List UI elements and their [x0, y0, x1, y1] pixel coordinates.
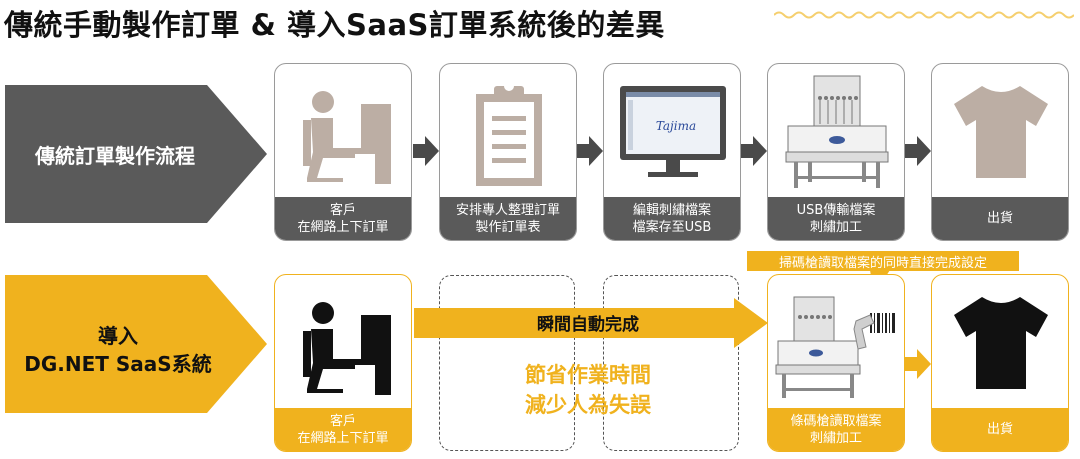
saas-step-1-line1: 客戶 [329, 413, 356, 429]
step-card-ship: 出貨 [931, 63, 1069, 241]
saas-step-card-ship: 出貨 [931, 274, 1069, 452]
step-4-line2: 刺繡加工 [809, 219, 862, 235]
traditional-label-arrow [5, 85, 267, 223]
saas-label-line1: 導入 [98, 324, 138, 348]
step-card-arrange: 安排專人整理訂單製作訂單表 [439, 63, 577, 241]
step-2-line1: 安排專人整理訂單 [455, 202, 560, 218]
saas-step-2-line1: 條碼槍讀取檔案 [790, 413, 882, 429]
flow-arrow-icon [577, 136, 603, 166]
benefit-line2: 減少人為失誤 [525, 393, 651, 417]
auto-complete-arrow [414, 298, 768, 348]
auto-complete-label: 瞬間自動完成 [537, 315, 639, 335]
flow-arrow-icon [413, 136, 439, 166]
traditional-process-label: 傳統訂單製作流程 [35, 144, 195, 168]
embroidery-machine-barcode-icon [775, 296, 895, 398]
saas-step-3-line1: 出貨 [986, 422, 1013, 437]
decorative-wave-line [774, 11, 1074, 19]
tshirt-icon [954, 86, 1048, 178]
skipped-step-placeholder [603, 275, 739, 451]
saas-step-1-line2: 在網路上下訂單 [297, 430, 389, 446]
benefit-text: 節省作業時間 減少人為失誤 [478, 360, 698, 420]
saas-label-line2: DG.NET SaaS系統 [24, 352, 212, 376]
flow-arrow-icon [905, 136, 931, 166]
step-4-line1: USB傳輸檔案 [796, 202, 876, 218]
embroidery-machine-icon [785, 75, 889, 188]
monitor-icon: Tajima [620, 86, 726, 177]
skipped-step-placeholder [439, 275, 575, 451]
clipboard-icon [476, 81, 542, 186]
screen-logo-text: Tajima [656, 119, 696, 133]
barcode-note-badge: 掃碼槍讀取檔案的同時直接完成設定 [747, 251, 1019, 271]
tshirt-icon [954, 297, 1048, 389]
step-card-edit: Tajima 編輯刺繡檔案檔案存至USB [603, 63, 741, 241]
step-3-line1: 編輯刺繡檔案 [632, 202, 711, 218]
saas-step-card-order: 客戶在網路上下訂單 [274, 274, 412, 452]
flow-arrow-icon [905, 349, 931, 379]
step-3-line2: 檔案存至USB [632, 219, 712, 235]
person-at-desk-icon [303, 302, 391, 395]
step-1-line2: 在網路上下訂單 [297, 219, 389, 235]
step-5-line1: 出貨 [986, 211, 1013, 226]
step-card-order: 客戶在網路上下訂單 [274, 63, 412, 241]
page-title: 傳統手動製作訂單 & 導入SaaS訂單系統後的差異 [4, 8, 665, 42]
step-card-embroider: USB傳輸檔案刺繡加工 [767, 63, 905, 241]
flow-arrow-icon [741, 136, 767, 166]
person-at-desk-icon [303, 91, 391, 184]
saas-label-arrow [5, 275, 267, 413]
step-1-line1: 客戶 [329, 202, 356, 218]
saas-step-2-line2: 刺繡加工 [809, 430, 862, 446]
saas-step-card-embroider: 條碼槍讀取檔案刺繡加工 [767, 274, 905, 452]
step-2-line2: 製作訂單表 [475, 219, 541, 235]
benefit-line1: 節省作業時間 [525, 363, 651, 387]
